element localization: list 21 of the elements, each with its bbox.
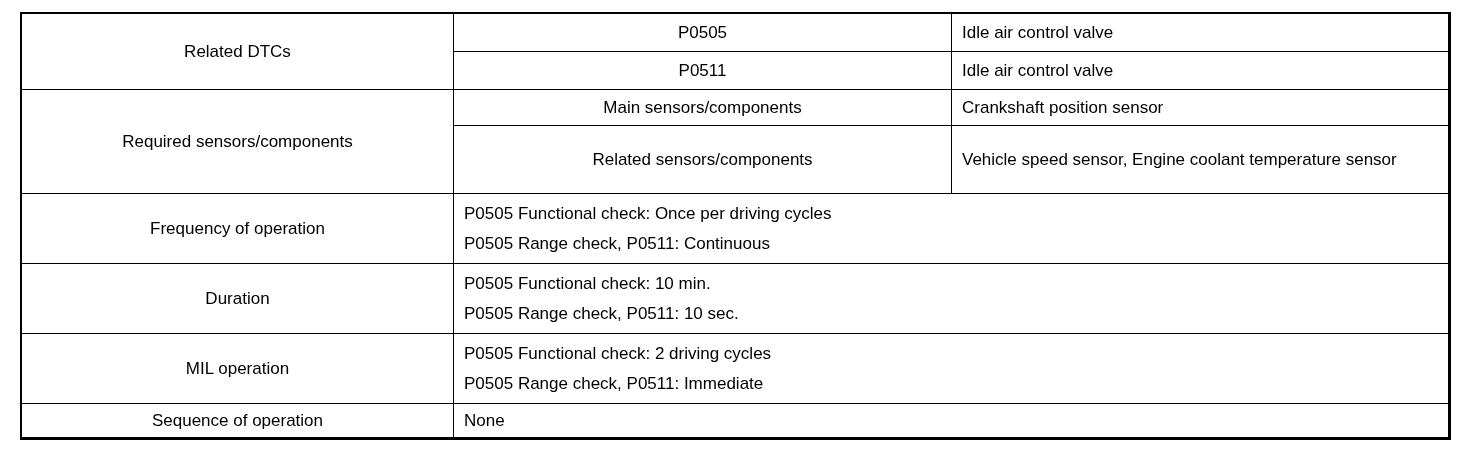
cell-text: P0505 Range check, P0511: Immediate [464,372,764,395]
cell-text: Main sensors/components [603,96,802,119]
cell-text: P0505 Range check, P0511: 10 sec. [464,302,739,325]
cell-text: Related sensors/components [592,148,813,171]
cell-text: Required sensors/components [122,130,353,153]
cell-text: Vehicle speed sensor, Engine coolant temperature sensor [962,148,1397,171]
cell-text: Related DTCs [184,40,291,63]
cell-text: P0505 [677,21,728,44]
cell-text: Idle air control valve [962,59,1114,82]
cell-text: Duration [205,287,270,310]
cell-text: Crankshaft position sensor [962,96,1164,119]
cell-text: P0505 Functional check: 2 driving cycles [464,342,772,365]
cell-text: None [464,409,505,432]
cell-text: Sequence of operation [151,409,324,432]
cell-text: MIL operation [185,357,290,380]
cell-text: Frequency of operation [150,217,325,240]
cell-text: P0505 Range check, P0511: Continuous [464,232,770,255]
cell-text: P0505 Functional check: 10 min. [464,272,711,295]
cell-text: P0511 [678,59,727,82]
cell-text: Idle air control valve [962,21,1114,44]
cell-text: P0505 Functional check: Once per driving cycles [464,202,832,225]
